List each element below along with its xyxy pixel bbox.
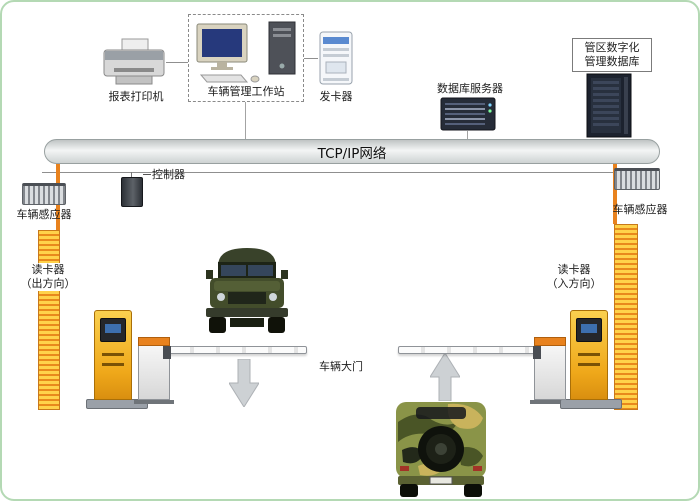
- left-vehicle-sensor-label: 车辆感应器: [16, 208, 72, 221]
- exit-direction-arrow-icon: [229, 359, 259, 407]
- left-barrier-arm-mount: [163, 346, 171, 359]
- right-barrier-cabinet-cap: [534, 337, 566, 346]
- left-barrier-cabinet-base: [134, 400, 174, 404]
- military-vehicle-rear-icon: [396, 402, 486, 497]
- database-server-label: 数据库服务器: [437, 82, 503, 95]
- right-barrier-cabinet: [533, 337, 566, 400]
- controller-stub-line: [131, 172, 132, 177]
- left-kiosk-ticket-slot: [102, 363, 124, 366]
- card-issuer-icon: [319, 31, 353, 85]
- vehicle-gate-label: 车辆大门: [319, 360, 363, 373]
- left-card-reader-kiosk: [94, 310, 132, 400]
- controller-label: 控制器: [152, 168, 185, 181]
- left-barrier-arm: [167, 346, 307, 354]
- left-kiosk-card-slot: [102, 353, 124, 356]
- right-barrier-arm-mount: [533, 346, 541, 359]
- right-kiosk-ticket-slot: [578, 363, 600, 366]
- right-drop-line: [613, 164, 617, 224]
- database-server-icon: [440, 97, 496, 131]
- report-printer-label: 报表打印机: [108, 90, 164, 103]
- right-fence-barrier: [614, 224, 638, 410]
- card-issuer-label: 发卡器: [319, 90, 353, 103]
- field-bus-line: [42, 172, 644, 173]
- tcpip-network-bar: TCP/IP网络: [44, 139, 660, 164]
- district-database-label-line2: 管理数据库: [584, 55, 640, 68]
- right-kiosk-base-plate: [560, 399, 622, 409]
- left-card-reader-label-title: 读卡器: [31, 263, 65, 276]
- military-vehicle-front-icon: [206, 248, 288, 333]
- workstation-icon: [196, 21, 296, 83]
- left-kiosk-display: [100, 318, 126, 342]
- printer-workstation-connector: [166, 62, 188, 63]
- dbserver-network-connector: [467, 131, 468, 139]
- right-barrier-cabinet-base: [530, 400, 570, 404]
- right-vehicle-sensor-label: 车辆感应器: [612, 203, 668, 216]
- workstation-group-box: 车辆管理工作站: [188, 14, 304, 102]
- left-barrier-cabinet: [138, 337, 171, 400]
- tcpip-network-label: TCP/IP网络: [317, 145, 387, 162]
- right-card-reader-label: 读卡器 （入方向）: [540, 263, 608, 291]
- right-card-reader-kiosk: [570, 310, 608, 400]
- right-barrier-arm: [398, 346, 536, 354]
- workstation-cardissuer-connector: [304, 58, 318, 59]
- district-database-label-box: 管区数字化 管理数据库: [572, 38, 652, 72]
- left-vehicle-sensor-icon: [22, 183, 66, 205]
- left-card-reader-label: 读卡器 （出方向）: [12, 263, 84, 291]
- right-card-reader-label-title: 读卡器: [557, 263, 591, 276]
- right-kiosk-display: [576, 318, 602, 342]
- workstation-network-connector: [245, 102, 246, 139]
- right-card-reader-label-direction: （入方向）: [546, 277, 602, 290]
- district-database-rack-icon: [586, 73, 632, 138]
- workstation-label: 车辆管理工作站: [207, 85, 285, 98]
- left-fence-barrier: [38, 230, 60, 410]
- controller-leader-line: [143, 174, 151, 175]
- right-vehicle-sensor-icon: [614, 168, 660, 190]
- left-barrier-cabinet-cap: [138, 337, 170, 346]
- district-database-label-line1: 管区数字化: [584, 41, 640, 54]
- left-card-reader-label-direction: （出方向）: [20, 277, 76, 290]
- report-printer-icon: [103, 38, 165, 85]
- entry-direction-arrow-icon: [430, 353, 460, 401]
- controller-icon: [121, 177, 143, 207]
- right-kiosk-card-slot: [578, 353, 600, 356]
